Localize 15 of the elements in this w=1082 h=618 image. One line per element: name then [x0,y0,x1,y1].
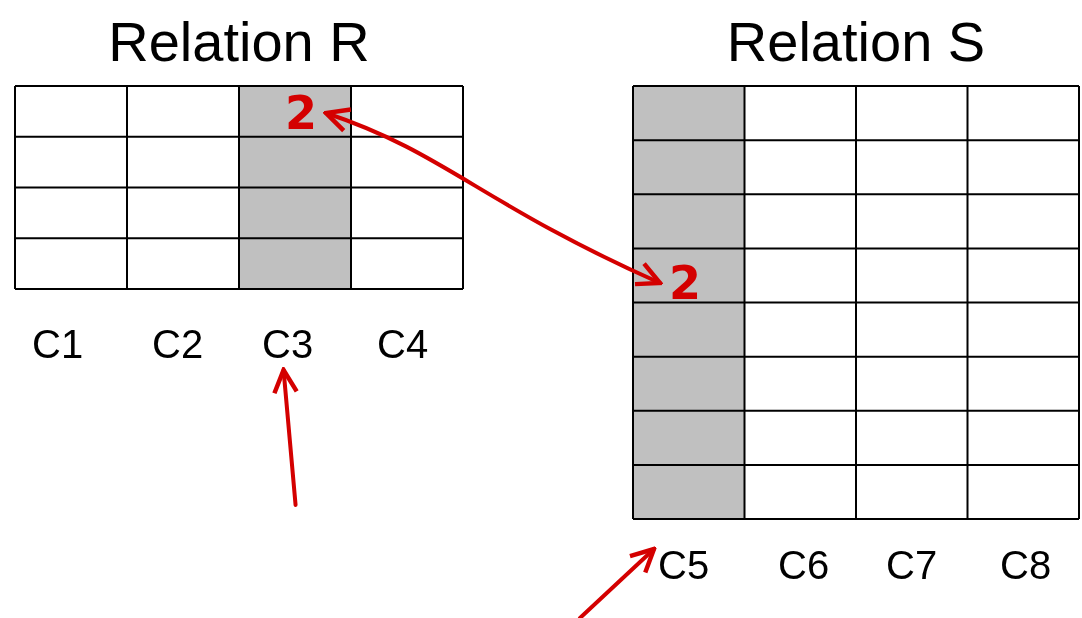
column-label: C7 [886,543,938,587]
column-label: C8 [1000,543,1052,587]
handwritten-value: 2 [276,90,326,136]
column-label: C6 [778,543,830,587]
column-label: C3 [262,322,314,366]
handwritten-value: 2 [660,260,710,306]
table-title: Relation R [107,10,371,74]
arrow [578,546,657,618]
column-label: C2 [152,322,204,366]
column-label: C1 [32,322,84,366]
table-title: Relation S [725,10,987,74]
arrow [272,367,299,507]
arrow [323,107,663,287]
column-label: C5 [658,543,710,587]
column-label: C4 [377,322,429,366]
